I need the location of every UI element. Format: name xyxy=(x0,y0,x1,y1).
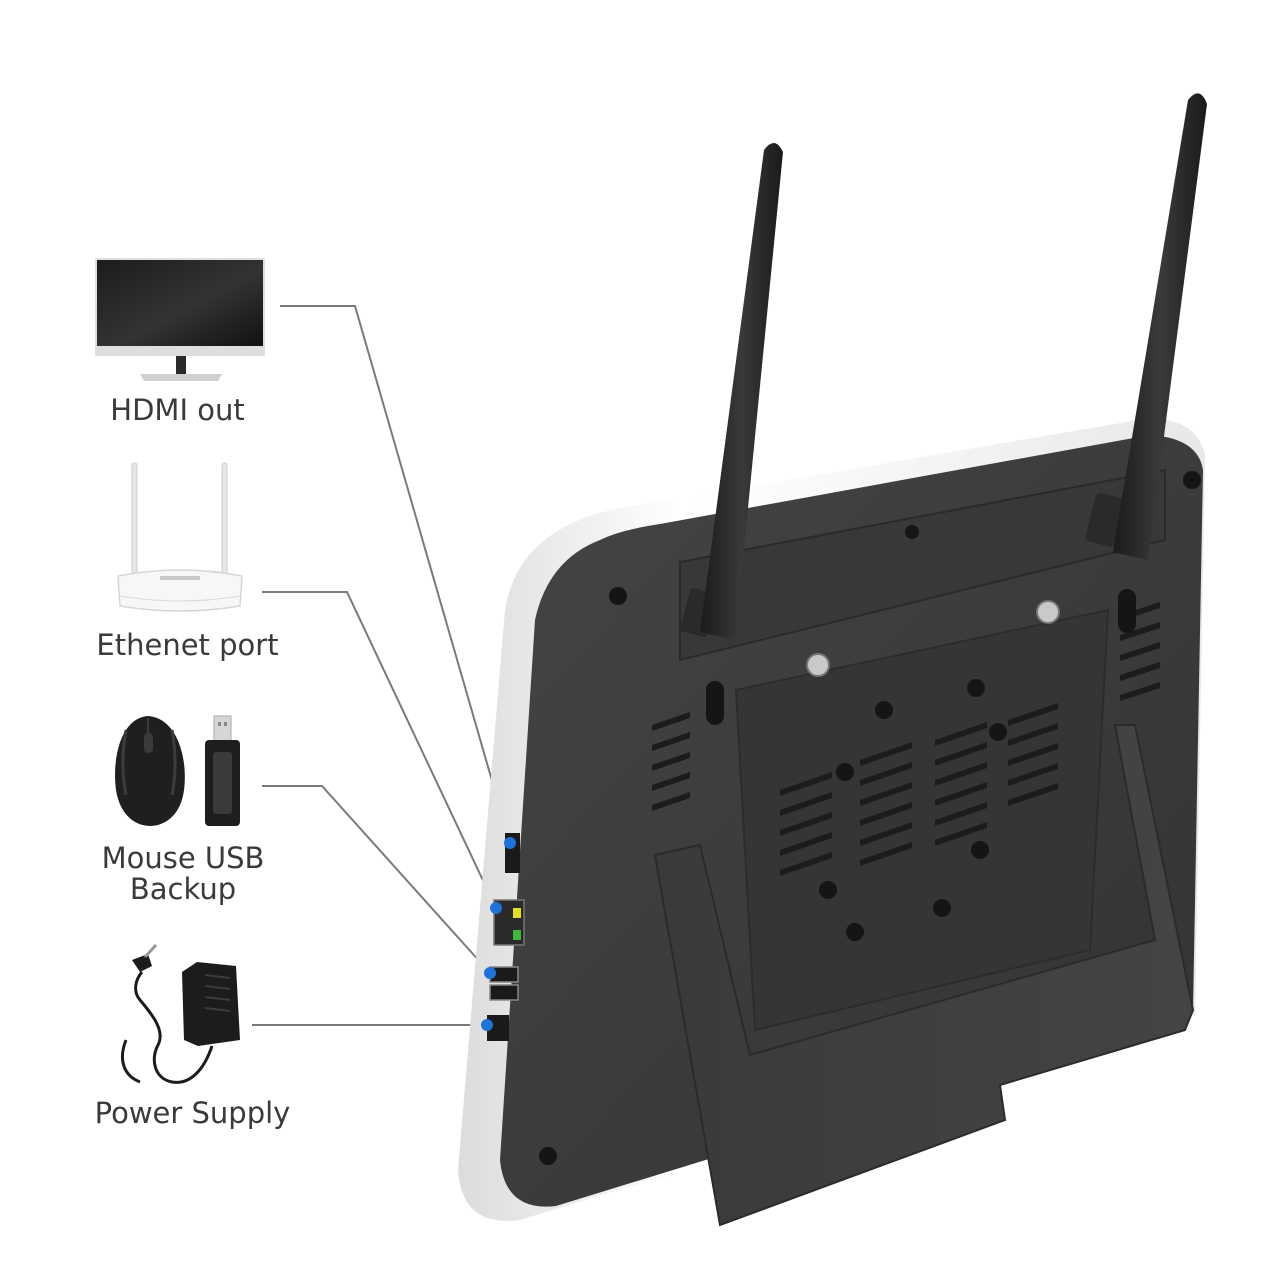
marker-power xyxy=(481,1019,493,1031)
marker-usb xyxy=(484,967,496,979)
port-markers xyxy=(481,837,516,1031)
vent-center xyxy=(780,703,1058,876)
monitor-icon xyxy=(95,258,265,381)
leader-line-ethernet xyxy=(262,591,497,909)
dc-power-port xyxy=(487,1015,509,1041)
label-ethernet-port: Ethenet port xyxy=(96,628,279,662)
device-nvr-rear xyxy=(458,93,1207,1227)
keyhole-right xyxy=(1118,589,1136,633)
mouse-icon xyxy=(115,716,185,826)
label-hdmi-out: HDMI out xyxy=(110,393,245,427)
label-mouse-usb-line1: Mouse USB xyxy=(101,841,265,875)
leader-line-hdmi xyxy=(280,305,511,844)
leader-lines xyxy=(252,305,511,1026)
antenna-right xyxy=(1113,93,1207,560)
vent-left xyxy=(652,712,690,811)
side-ports xyxy=(487,833,525,1041)
usb-drive-icon xyxy=(205,715,240,826)
keyhole-left xyxy=(706,681,724,725)
router-icon xyxy=(117,462,243,612)
label-power-supply: Power Supply xyxy=(94,1096,291,1130)
power-adapter-icon xyxy=(121,943,240,1084)
screw-holes xyxy=(539,471,1201,1165)
stand xyxy=(653,724,1195,1227)
marker-ethernet xyxy=(490,902,502,914)
marker-hdmi xyxy=(504,837,516,849)
label-mouse-usb-line2: Backup xyxy=(129,872,237,906)
antenna-left xyxy=(700,142,783,640)
usb-port-2 xyxy=(489,984,519,1001)
label-mouse-usb-backup: Mouse USB Backup xyxy=(88,843,278,905)
leader-line-usb xyxy=(262,785,491,974)
